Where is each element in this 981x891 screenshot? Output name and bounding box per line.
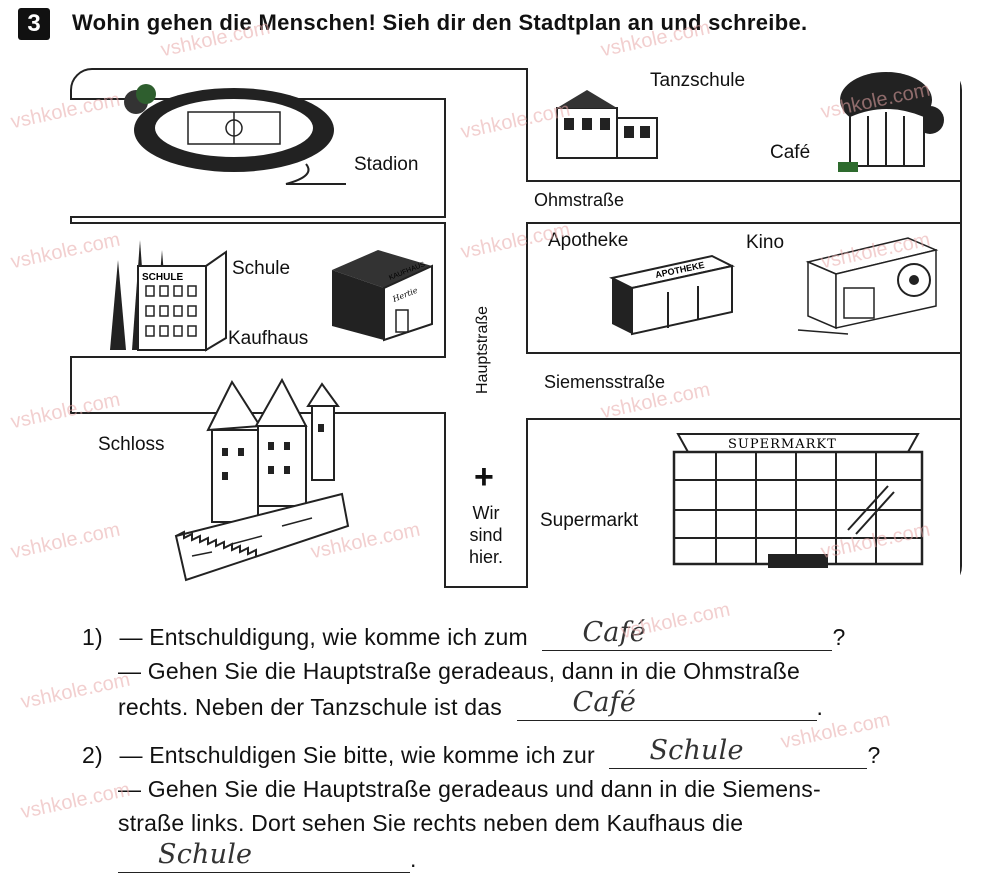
task-number: 3 <box>18 8 50 40</box>
label-apotheke: Apotheke <box>548 230 629 251</box>
label-kino: Kino <box>746 232 785 253</box>
here-marker-text: Wir sind hier. <box>462 502 510 568</box>
street-ohmstrasse: Ohmstraße <box>534 190 625 210</box>
dialogue-1-line1: — Entschuldigung, wie komme ich zum <box>119 624 528 650</box>
label-supermarkt: Supermarkt <box>540 510 639 531</box>
dialogue-1-number: 1) <box>82 624 103 650</box>
street-siemensstrasse: Siemensstraße <box>544 372 666 392</box>
dialogue-1-blank-1[interactable]: Café <box>542 617 833 651</box>
here-line-3: hier. <box>468 547 504 567</box>
cafe-illustration <box>838 72 944 172</box>
here-line-2: sind <box>469 525 503 545</box>
dialogue-2-blank-1[interactable]: Schule <box>609 735 868 769</box>
task-instruction: Wohin gehen die Menschen! Sieh dir den S… <box>72 10 808 35</box>
schule-illustration: SCHULE <box>110 240 227 352</box>
street-hauptstrasse: Hauptstraße <box>474 305 491 394</box>
kino-illustration <box>797 237 939 335</box>
label-schloss: Schloss <box>98 434 165 455</box>
dialogue-2-q-mark: ? <box>867 742 881 768</box>
apotheke-illustration: APOTHEKE <box>609 254 735 336</box>
dialogue-1-blank-2[interactable]: Café <box>516 687 817 721</box>
dialogue-2-line3: straße links. Dort sehen Sie rechts nebe… <box>118 810 744 836</box>
schloss-illustration <box>174 377 350 582</box>
here-marker-symbol: + <box>474 458 494 496</box>
watermark: vshkole.com <box>18 668 133 714</box>
dialogue-2-line4: Schule . <box>118 839 417 873</box>
stadium-illustration <box>124 84 346 185</box>
dialogue-1-question: 1) — Entschuldigung, wie komme ich zum C… <box>82 617 846 651</box>
dialogue-2-answer-1: Schule <box>649 735 744 766</box>
dialogue-1-q-mark: ? <box>832 624 846 650</box>
dialogue-2-answer-2: Schule <box>158 839 253 870</box>
dialogue-1-line3: rechts. Neben der Tanzschule ist das Caf… <box>118 687 824 721</box>
label-cafe: Café <box>770 142 811 163</box>
here-line-1: Wir <box>472 503 500 523</box>
dialogue-1-line3-text: rechts. Neben der Tanzschule ist das <box>118 694 502 720</box>
label-kaufhaus: Kaufhaus <box>228 328 309 349</box>
dialogue-1-answer-1: Café <box>582 617 646 648</box>
city-map: Stadion Tanzschule Café Ohmstraße SCHULE <box>70 68 962 588</box>
dialogue-2-line1: — Entschuldigen Sie bitte, wie komme ich… <box>119 742 595 768</box>
supermarkt-illustration: SUPERMARKT <box>672 433 924 568</box>
watermark: vshkole.com <box>18 778 133 824</box>
label-tanzschule: Tanzschule <box>650 70 746 91</box>
dialogue-2-number: 2) <box>82 742 103 768</box>
dialogue-1-answer-2: Café <box>572 687 637 718</box>
supermarkt-sign: SUPERMARKT <box>728 437 837 452</box>
dialogue-1-line2: — Gehen Sie die Hauptstraße geradeaus, d… <box>118 658 800 684</box>
dialogue-1-period: . <box>816 694 824 720</box>
label-stadion: Stadion <box>354 154 419 175</box>
label-schule: Schule <box>232 258 291 279</box>
dialogue-2-blank-2[interactable]: Schule <box>118 839 410 873</box>
dialogue-2-question: 2) — Entschuldigen Sie bitte, wie komme … <box>82 735 881 769</box>
schule-sign: SCHULE <box>142 272 183 283</box>
dialogue-2-period: . <box>410 846 417 872</box>
tanzschule-illustration <box>556 90 658 159</box>
kaufhaus-illustration: KAUFHAUS Hertie <box>332 250 433 342</box>
dialogue-2-line2: — Gehen Sie die Hauptstraße geradeaus un… <box>118 776 821 802</box>
